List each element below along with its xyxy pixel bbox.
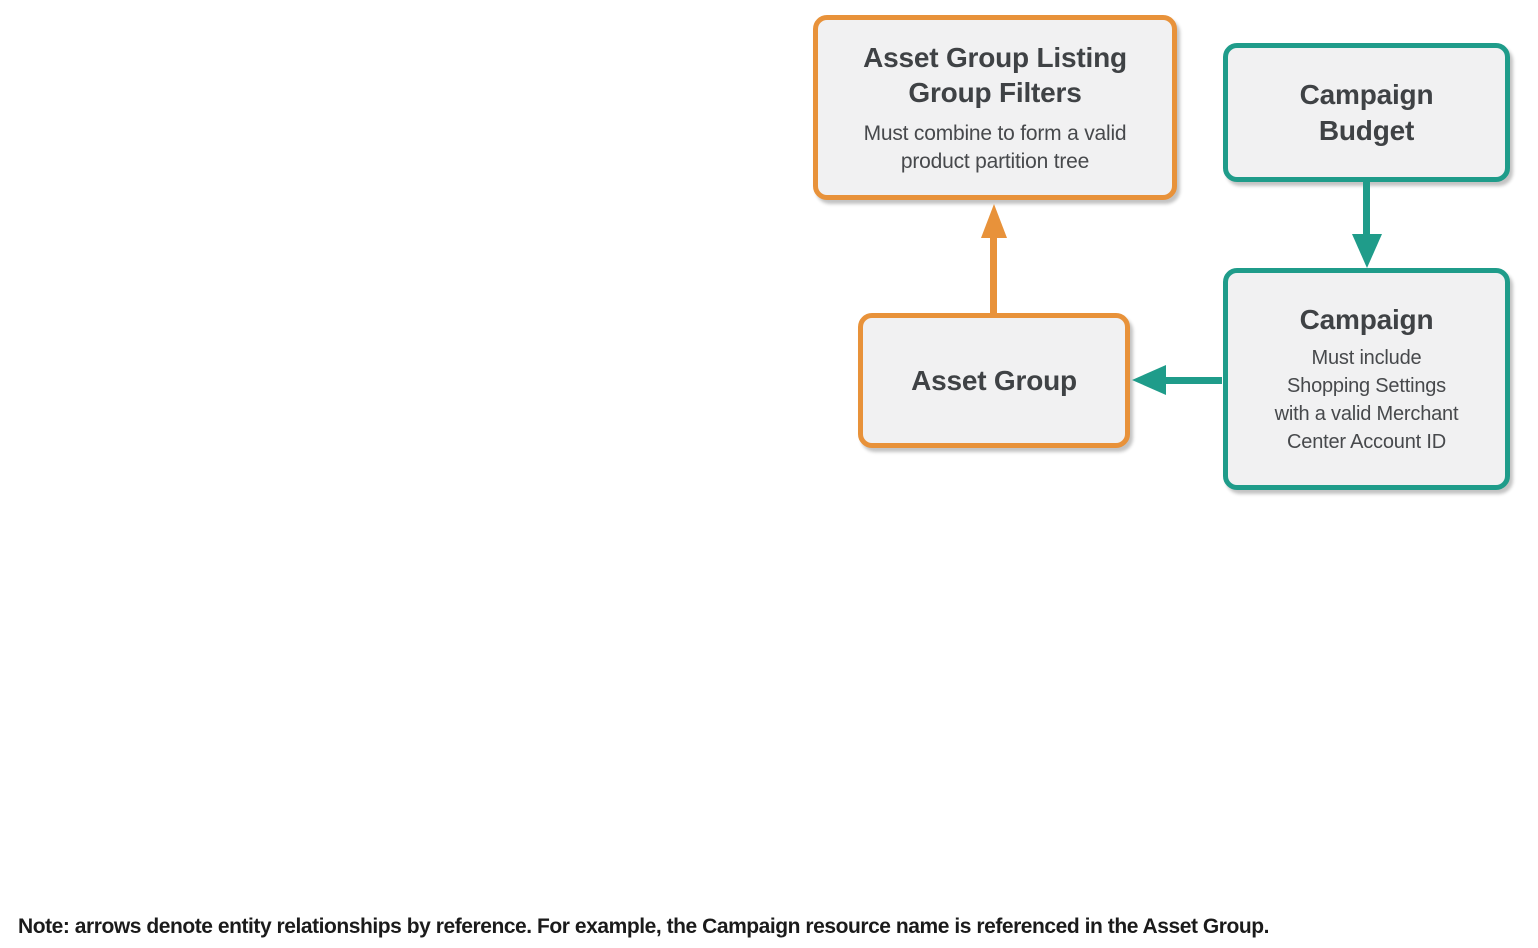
- arrow-asset-group-to-listing-filters: [990, 236, 997, 313]
- node-asset-group: Asset Group: [858, 313, 1130, 448]
- node-subtitle: Must combine to form a valid product par…: [863, 121, 1127, 173]
- diagram-note: Note: arrows denote entity relationships…: [18, 915, 1269, 938]
- arrowhead-left-icon: [1132, 365, 1166, 395]
- node-title: Campaign: [1299, 303, 1434, 335]
- node-campaign: Campaign Must include Shopping Settings …: [1223, 268, 1510, 490]
- node-title: Asset Group Listing Group Filters: [863, 41, 1127, 109]
- node-title: Campaign Budget: [1299, 78, 1434, 146]
- arrow-campaign-to-asset-group: [1163, 377, 1222, 384]
- arrowhead-up-icon: [981, 204, 1007, 238]
- arrowhead-down-icon: [1352, 234, 1382, 268]
- node-asset-group-listing-group-filters: Asset Group Listing Group Filters Must c…: [813, 15, 1177, 200]
- arrow-campaign-budget-to-campaign: [1363, 182, 1370, 236]
- node-title: Asset Group: [911, 364, 1077, 396]
- node-subtitle: Must include Shopping Settings with a va…: [1274, 347, 1459, 454]
- node-campaign-budget: Campaign Budget: [1223, 43, 1510, 182]
